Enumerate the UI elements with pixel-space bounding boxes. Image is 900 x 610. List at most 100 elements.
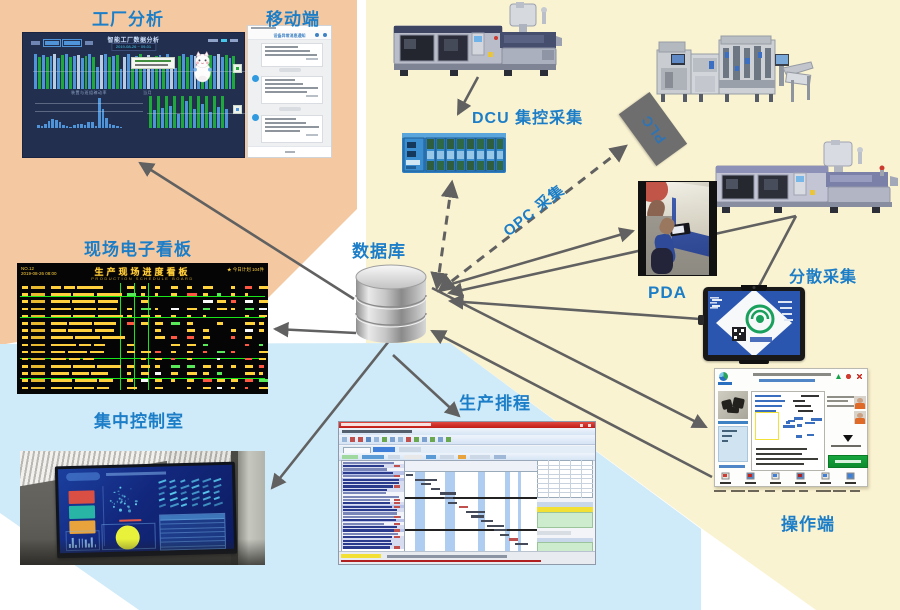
tablet-screen [708,291,800,355]
dashboard-header: 智能工厂数据分析 2019-08-26 ~ 09-01 [23,33,244,55]
operator-logo-icon [719,372,728,381]
arrow-tablet-to-db [447,294,701,321]
gantt-titlebar [339,422,595,428]
line-machine3-to-tablet [755,215,798,291]
operator-caption-strip [714,489,868,494]
share-icon[interactable] [315,33,319,37]
gantt-side-panel [537,460,593,552]
dashed-arrow-db-to-dcu [430,179,459,291]
gantt-task-list[interactable] [342,461,405,553]
label-database: 数据库 [352,242,406,261]
arrow-db-to-controlroom [270,340,391,490]
database-cylinder [352,261,430,345]
operator-function-icon[interactable] [720,472,731,484]
gantt-main-area [341,460,539,554]
mascot-icon [189,51,216,87]
label-board: 现场电子看板 [84,240,192,259]
control-room-photo [20,451,265,565]
mobile-app-screenshot[interactable]: 设备异常消息通知 [247,25,332,158]
arrow-machine1-to-dcu [456,76,480,116]
dashboard-subtitle-pill: 2019-08-26 ~ 09-01 [110,43,157,51]
oee-bar-chart [34,53,246,89]
minimize-icon[interactable] [580,423,583,427]
chart-legend-top [233,64,242,73]
timestamp-pill [278,68,301,72]
operator-title [753,373,831,377]
sender-avatar-icon [252,114,259,121]
dashed-arrow-db-to-plc [437,144,628,293]
message-card[interactable] [261,115,323,143]
arrow-operator-to-db [430,329,713,479]
dashboard-menu [31,39,93,47]
plc-label: PLC [637,111,669,147]
label-scheduling: 生产排程 [459,394,531,413]
board-rows [21,284,268,392]
operator-center-panel [751,391,825,471]
output-bar-chart [149,96,249,128]
machine-injection-molder-1 [392,2,562,80]
machine-production-line [655,28,815,110]
arrow-db-to-board [272,321,357,338]
arrow-db-to-gantt [392,354,461,418]
tablet-terminal[interactable] [698,285,805,364]
message-card[interactable] [261,76,323,104]
close-icon[interactable] [857,374,862,379]
label-dcu: DCU 集控采集 [472,110,584,127]
close-icon[interactable] [588,423,591,427]
dashboard-title: 智能工厂数据分析 [107,38,160,44]
highlight-box [755,412,779,440]
gantt-toolbar[interactable] [339,435,595,445]
label-operator: 操作端 [781,515,835,534]
operator-function-icon[interactable] [745,472,756,484]
chart-tooltip [131,57,175,69]
operator-function-icon[interactable] [845,472,856,484]
chart-legend-bottom [233,105,242,114]
message-card[interactable] [261,43,323,67]
downtime-bar-chart [37,96,141,128]
label-dispersed: 分散采集 [789,269,858,286]
tablet-antenna [698,315,704,325]
board-subtitle: PRODUCTION SCHEDULE BOARD [91,276,194,281]
operator-function-icon[interactable] [795,472,806,484]
board-title: 生产现场进度看板 [94,267,191,277]
operator-function-icon[interactable] [820,472,831,484]
confirm-button[interactable] [828,455,868,468]
dashboard-topright-stats [208,39,238,42]
factory-analysis-dashboard[interactable]: 智能工厂数据分析 2019-08-26 ~ 09-01 装置与班组稼动率 当月 [22,32,251,158]
operator-portrait [854,411,866,424]
mobile-statusbar [251,27,276,29]
scheduling-gantt-window[interactable] [338,421,596,565]
arrow-db-to-dashboard [138,161,355,301]
alarm-icon[interactable] [836,374,841,379]
gantt-statusbar [339,551,595,564]
tablet-stand [739,360,769,364]
dropdown-triangle-icon[interactable] [843,435,853,442]
machine-injection-molder-2 [714,140,900,218]
timestamp-pill [278,107,301,111]
dcu-hardware-module [402,129,506,176]
mobile-nav-title: 设备异常消息通知 [273,33,306,38]
pda-photo [638,181,717,276]
part-photo [718,391,748,419]
warning-icon[interactable] [846,374,851,379]
tablet-camera-notch [741,285,767,291]
mobile-navbar [248,30,331,40]
arrow-db-to-operator [431,286,708,429]
mobile-bottombar [248,146,331,157]
more-icon[interactable] [323,33,327,37]
label-pda: PDA [648,283,687,302]
label-control-room: 集中控制室 [94,412,184,431]
operator-left-list[interactable] [718,426,748,462]
label-mobile: 移动端 [266,10,320,29]
board-topright-note: ★ 今日计划 104件 [226,267,264,272]
sender-avatar-icon [252,75,259,82]
camera-icon [752,286,756,289]
operator-function-icon[interactable] [770,472,781,484]
operator-right-info [827,393,865,407]
operator-terminal-ui[interactable] [714,368,868,487]
operator-portrait [854,396,866,409]
